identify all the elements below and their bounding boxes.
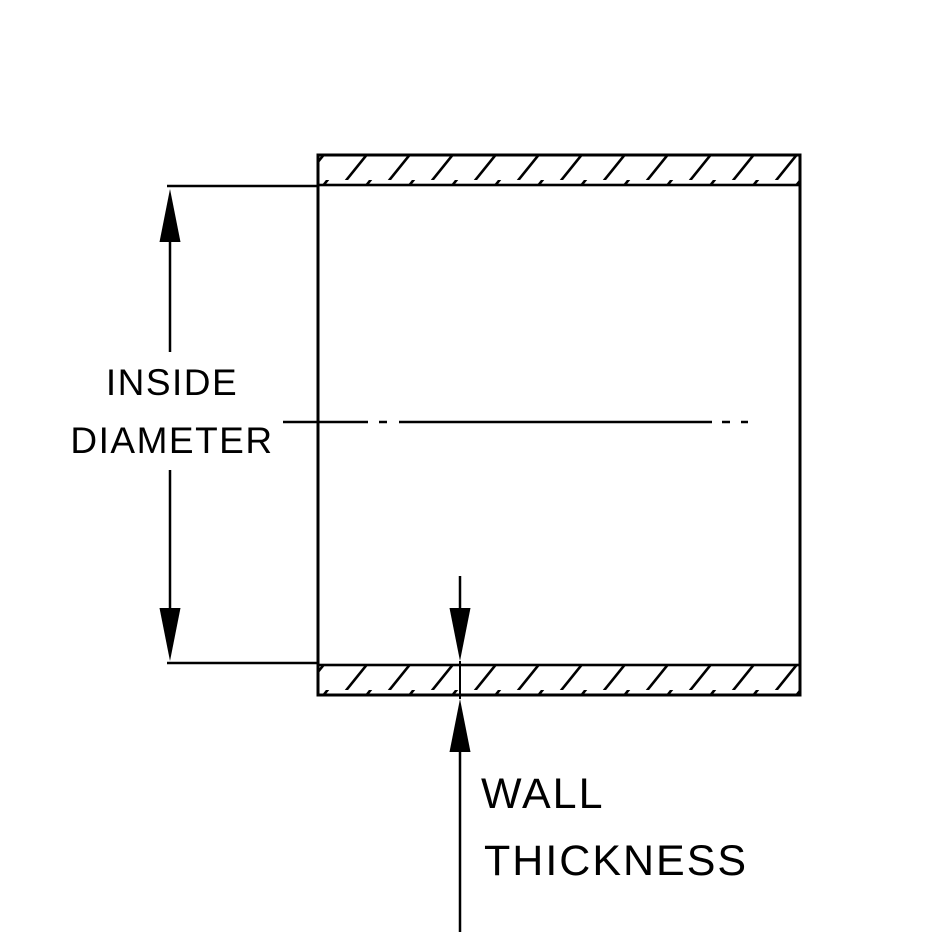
- wall-thickness-label-line1: WALL: [481, 770, 605, 818]
- wall-thickness-arrow-up-icon: [449, 699, 471, 752]
- inside-diameter-label-line2: DIAMETER: [70, 420, 274, 461]
- wall-thickness-arrow-down-icon: [449, 608, 471, 661]
- wall-thickness-label-line2: THICKNESS: [484, 837, 749, 885]
- inside-diameter-label-line1: INSIDE: [105, 362, 239, 403]
- arrow-down-icon: [159, 608, 181, 661]
- top-wall-hatch: [316, 153, 802, 187]
- bottom-wall-hatch: [316, 663, 802, 697]
- arrow-up-icon: [159, 189, 181, 242]
- hose-body-outline: [316, 153, 802, 697]
